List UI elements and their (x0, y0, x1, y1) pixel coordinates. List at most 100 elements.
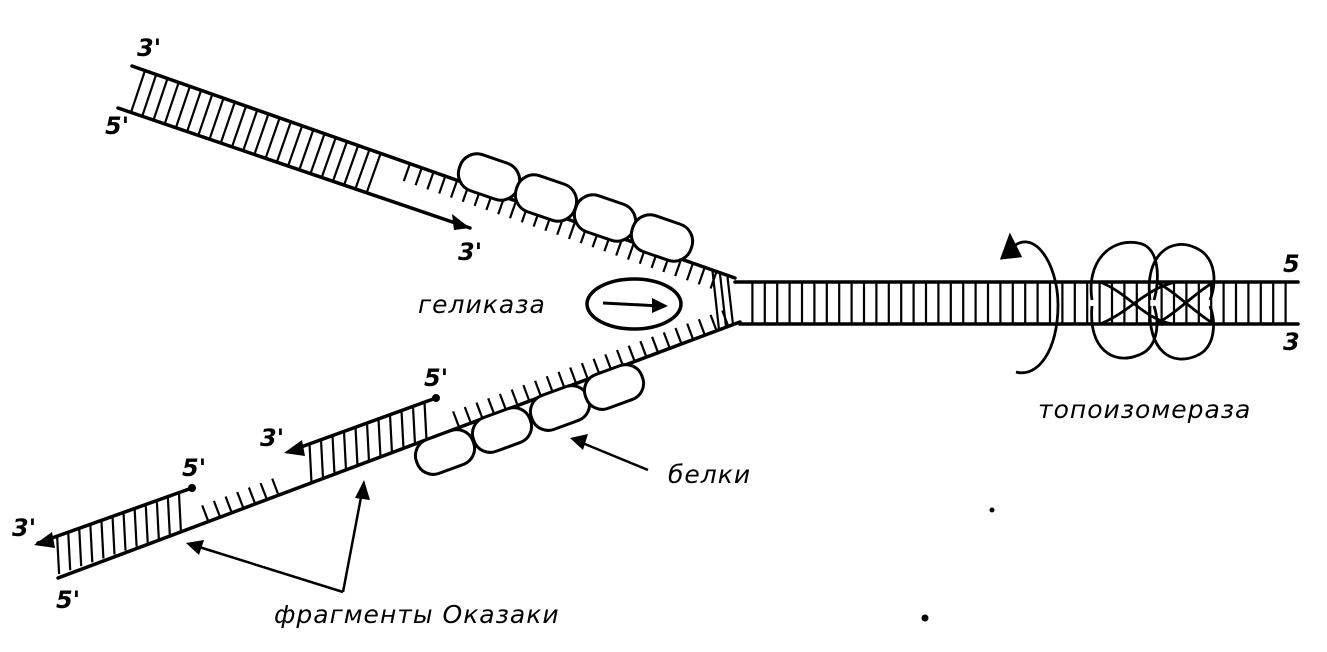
ssb-protein (572, 193, 638, 243)
base-pair-rung (122, 511, 127, 551)
base-pair-rung (247, 487, 257, 504)
base-pair-rung (224, 496, 233, 513)
ssb-protein (629, 213, 695, 263)
base-pair-rung (685, 262, 694, 281)
base-pair-rung (332, 140, 349, 182)
okazaki-pointer-left (195, 544, 344, 594)
ssb-protein (413, 428, 477, 476)
proteins-label: белки (668, 460, 752, 489)
base-pair-rung (236, 491, 245, 509)
proteins-pointer-arrowhead (570, 434, 588, 450)
base-pair-rungs (56, 69, 1287, 575)
base-pair-rung (259, 482, 268, 500)
base-pair-rung (567, 221, 577, 240)
base-pair-rung (175, 85, 192, 128)
fragment-1-5-dot (188, 484, 196, 492)
stray-dot (921, 614, 929, 622)
base-pair-rung (726, 276, 735, 325)
base-pair-rung (319, 439, 325, 479)
helicase-arrowhead (652, 298, 668, 313)
base-pair-rung (144, 503, 149, 543)
base-pair-rung (253, 113, 270, 155)
topoisomerase-label: топоизомераза (1038, 395, 1252, 424)
okazaki-left-arrowhead (186, 540, 204, 555)
base-pair-rung (152, 77, 169, 120)
base-pair-rung (697, 318, 706, 336)
end-label-fragment2-3: 3' (260, 424, 285, 452)
base-pair-rung (475, 402, 484, 419)
end-label-right-bottom: 3 (1283, 328, 1300, 356)
base-pair-rung (320, 136, 337, 178)
base-pair-rung (231, 105, 248, 147)
base-pair-rung (308, 443, 313, 483)
base-pair-rung (298, 128, 315, 170)
base-pair-rung (423, 402, 428, 441)
base-pair-rung (615, 349, 625, 367)
base-pair-rung (219, 101, 237, 143)
base-pair-rung (627, 345, 636, 362)
base-pair-rung (163, 81, 180, 124)
base-pair-rung (365, 152, 382, 193)
base-pair-rung (197, 93, 214, 136)
base-pair-rung (662, 332, 671, 349)
okazaki-fragment-2-strand (288, 396, 438, 453)
base-pair-rung (89, 523, 94, 563)
ssb-protein (470, 406, 534, 454)
lower-template-strand (56, 320, 742, 580)
base-pair-rung (201, 505, 210, 522)
base-pair-rung (718, 273, 728, 328)
topo-subunit-bottom-right (1148, 305, 1215, 361)
base-pair-rung (130, 69, 147, 113)
base-pair-rung (212, 500, 222, 518)
base-pair-rung (331, 435, 336, 475)
base-pair-rung (711, 270, 721, 330)
base-pair-rung (510, 389, 519, 406)
rotation-arrowhead (999, 232, 1023, 260)
base-pair-rung (438, 176, 447, 194)
base-pair-rung (508, 200, 518, 219)
base-pair-rung (275, 121, 293, 162)
base-pair-rung (626, 242, 636, 260)
okazaki-fragments-label: фрагменты Оказаки (274, 600, 560, 629)
base-pair-rung (534, 380, 543, 397)
fragment-2-arrowhead (284, 440, 305, 456)
ssb-proteins-lower (413, 363, 646, 476)
base-pair-rung (697, 267, 706, 285)
base-pair-rung (365, 422, 371, 462)
base-pair-rung (377, 418, 382, 458)
base-pair-rung (111, 515, 116, 555)
topoisomerase-rotation-icon (1008, 240, 1060, 375)
end-label-upper-primer: 3' (458, 238, 483, 266)
base-pair-rung (100, 519, 105, 559)
okazaki-right-arrowhead (355, 480, 370, 500)
base-pair-rung (449, 180, 459, 198)
base-pair-rung (402, 163, 411, 182)
topo-subunit-top-left (1089, 240, 1159, 301)
end-label-upper-top-left: 3' (137, 34, 162, 62)
base-pair-rung (186, 89, 203, 132)
base-pair-rung (354, 427, 359, 466)
end-label-lower-left-3: 3' (12, 514, 37, 542)
topoisomerase (999, 232, 1216, 375)
end-label-lower-left-5: 5' (56, 586, 81, 614)
base-pair-rung (569, 367, 578, 384)
proteins-pointer (579, 440, 649, 472)
helicase (585, 277, 683, 331)
base-pair-rung (522, 384, 531, 402)
ssb-protein (513, 173, 579, 223)
base-pair-rung (388, 414, 394, 454)
base-pair-rung (342, 431, 348, 471)
base-pair-rung (166, 495, 171, 535)
base-pair-rung (56, 535, 61, 575)
stray-dot (989, 507, 995, 513)
fragment-1-arrowhead (34, 532, 55, 548)
base-pair-rung (177, 491, 182, 531)
end-label-fragment1-5: 5' (182, 454, 207, 482)
helicase-label: геликаза (418, 290, 546, 319)
base-pair-rung (133, 507, 138, 547)
okazaki-pointer-right (341, 491, 364, 593)
base-pair-rung (354, 148, 371, 189)
base-pair-rung (674, 258, 683, 277)
base-pair-rung (271, 478, 280, 495)
base-pair-rung (452, 411, 461, 428)
